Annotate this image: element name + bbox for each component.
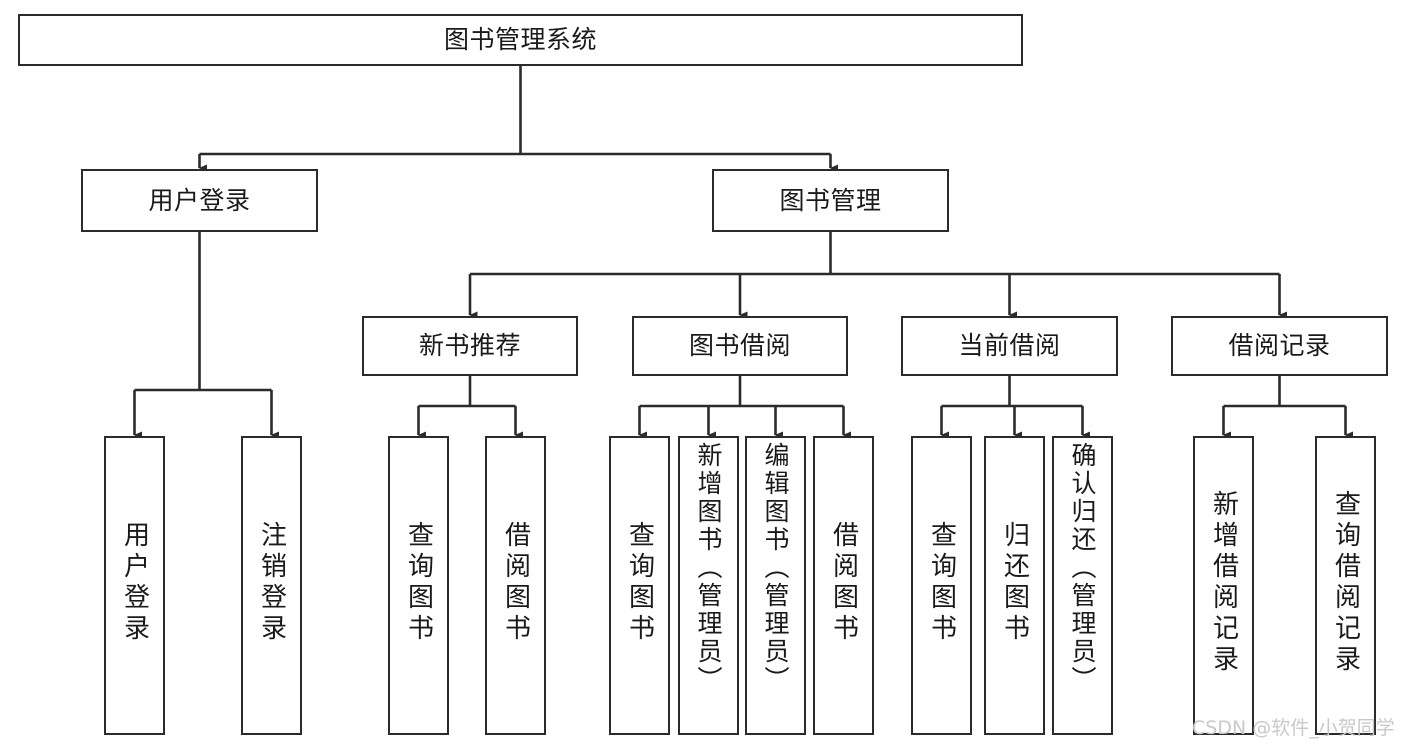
node-label: 用户登录 bbox=[148, 185, 251, 215]
node-label: 借阅图书 bbox=[828, 521, 859, 645]
node-book-borrow[interactable]: 图书借阅 bbox=[632, 316, 848, 376]
node-label: 查询图书 bbox=[926, 521, 957, 645]
node-leaf-leaf-return-book[interactable]: 归还图书 bbox=[984, 436, 1045, 735]
node-leaf-leaf-confirm-return[interactable]: 确认归还（管理员） bbox=[1052, 436, 1113, 735]
node-label: 新书推荐 bbox=[418, 331, 521, 360]
node-label: 归还图书 bbox=[999, 521, 1030, 645]
node-user-login[interactable]: 用户登录 bbox=[81, 169, 318, 232]
node-new-book-rec[interactable]: 新书推荐 bbox=[362, 316, 578, 376]
watermark-text: CSDN @软件_小贺同学 bbox=[1192, 717, 1395, 739]
node-label: 当前借阅 bbox=[958, 331, 1061, 360]
node-label: 借阅记录 bbox=[1228, 331, 1331, 360]
node-label: 编辑图书（管理员） bbox=[761, 442, 790, 694]
node-label: 新增图书（管理员） bbox=[694, 442, 723, 694]
node-leaf-leaf-query-record[interactable]: 查询借阅记录 bbox=[1315, 436, 1376, 735]
node-root-root[interactable]: 图书管理系统 bbox=[18, 14, 1023, 66]
node-leaf-leaf-logout[interactable]: 注销登录 bbox=[241, 436, 302, 735]
node-label: 图书管理系统 bbox=[443, 25, 597, 54]
node-leaf-leaf-borrow-book-1[interactable]: 借阅图书 bbox=[485, 436, 546, 735]
node-book-manage[interactable]: 图书管理 bbox=[712, 169, 949, 232]
node-label: 用户登录 bbox=[119, 521, 150, 645]
node-leaf-leaf-user-login[interactable]: 用户登录 bbox=[104, 436, 165, 735]
node-label: 查询借阅记录 bbox=[1330, 490, 1361, 676]
node-label: 借阅图书 bbox=[500, 521, 531, 645]
node-label: 查询图书 bbox=[624, 521, 655, 645]
node-leaf-leaf-query-book-1[interactable]: 查询图书 bbox=[388, 436, 449, 735]
node-current-borrow[interactable]: 当前借阅 bbox=[901, 316, 1118, 376]
node-label: 图书管理 bbox=[779, 185, 882, 215]
node-leaf-leaf-borrow-book-2[interactable]: 借阅图书 bbox=[813, 436, 874, 735]
node-label: 新增借阅记录 bbox=[1208, 490, 1239, 676]
node-label: 注销登录 bbox=[256, 521, 287, 645]
node-leaf-leaf-add-book[interactable]: 新增图书（管理员） bbox=[678, 436, 739, 735]
node-leaf-leaf-edit-book[interactable]: 编辑图书（管理员） bbox=[745, 436, 806, 735]
node-label: 查询图书 bbox=[403, 521, 434, 645]
node-label: 图书借阅 bbox=[688, 331, 791, 360]
node-leaf-leaf-add-record[interactable]: 新增借阅记录 bbox=[1193, 436, 1254, 735]
node-borrow-record[interactable]: 借阅记录 bbox=[1171, 316, 1388, 376]
node-leaf-leaf-query-book-2[interactable]: 查询图书 bbox=[609, 436, 670, 735]
node-leaf-leaf-query-book-3[interactable]: 查询图书 bbox=[911, 436, 972, 735]
node-label: 确认归还（管理员） bbox=[1068, 442, 1097, 694]
